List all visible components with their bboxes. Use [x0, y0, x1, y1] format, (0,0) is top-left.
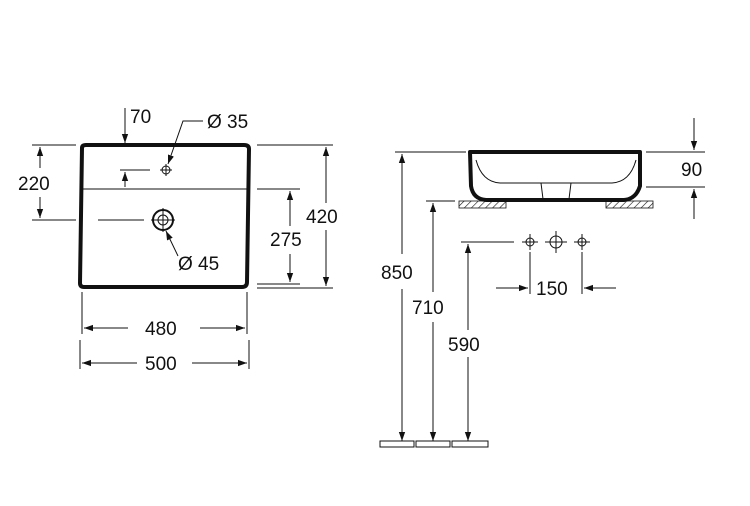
- supply-connections-icon: [522, 231, 590, 253]
- countertop-left: [458, 200, 507, 209]
- floor-block-2: [415, 440, 451, 448]
- floor-block-3: [451, 440, 489, 448]
- top-view: 70 Ø 35 Ø 45 220 275 420 480: [18, 107, 338, 375]
- dim-tap-offset: 70: [130, 107, 151, 128]
- basin-elevation: [468, 150, 642, 202]
- countertop-right: [605, 200, 654, 209]
- dim-supply-spacing: 150: [536, 279, 568, 300]
- dim-inner-width: 480: [145, 319, 177, 340]
- dim-fixing-height: 710: [412, 298, 444, 319]
- floor-block-1: [379, 440, 415, 448]
- side-view: 90 850 710 590: [379, 118, 705, 448]
- dim-width: 500: [145, 354, 177, 375]
- dim-tap-depth: 220: [18, 174, 50, 195]
- tap-hole-icon: [160, 164, 172, 176]
- dim-tap-hole: Ø 35: [207, 112, 248, 133]
- dim-height: 90: [681, 160, 702, 181]
- dim-outlet-depth: 275: [270, 230, 302, 251]
- dim-depth: 420: [306, 207, 338, 228]
- dim-supply-height: 590: [448, 335, 480, 356]
- dim-outlet: Ø 45: [178, 254, 219, 275]
- basin-outline: [78, 143, 251, 289]
- waste-outlet-icon: [151, 208, 175, 232]
- dim-rim-height: 850: [381, 263, 413, 284]
